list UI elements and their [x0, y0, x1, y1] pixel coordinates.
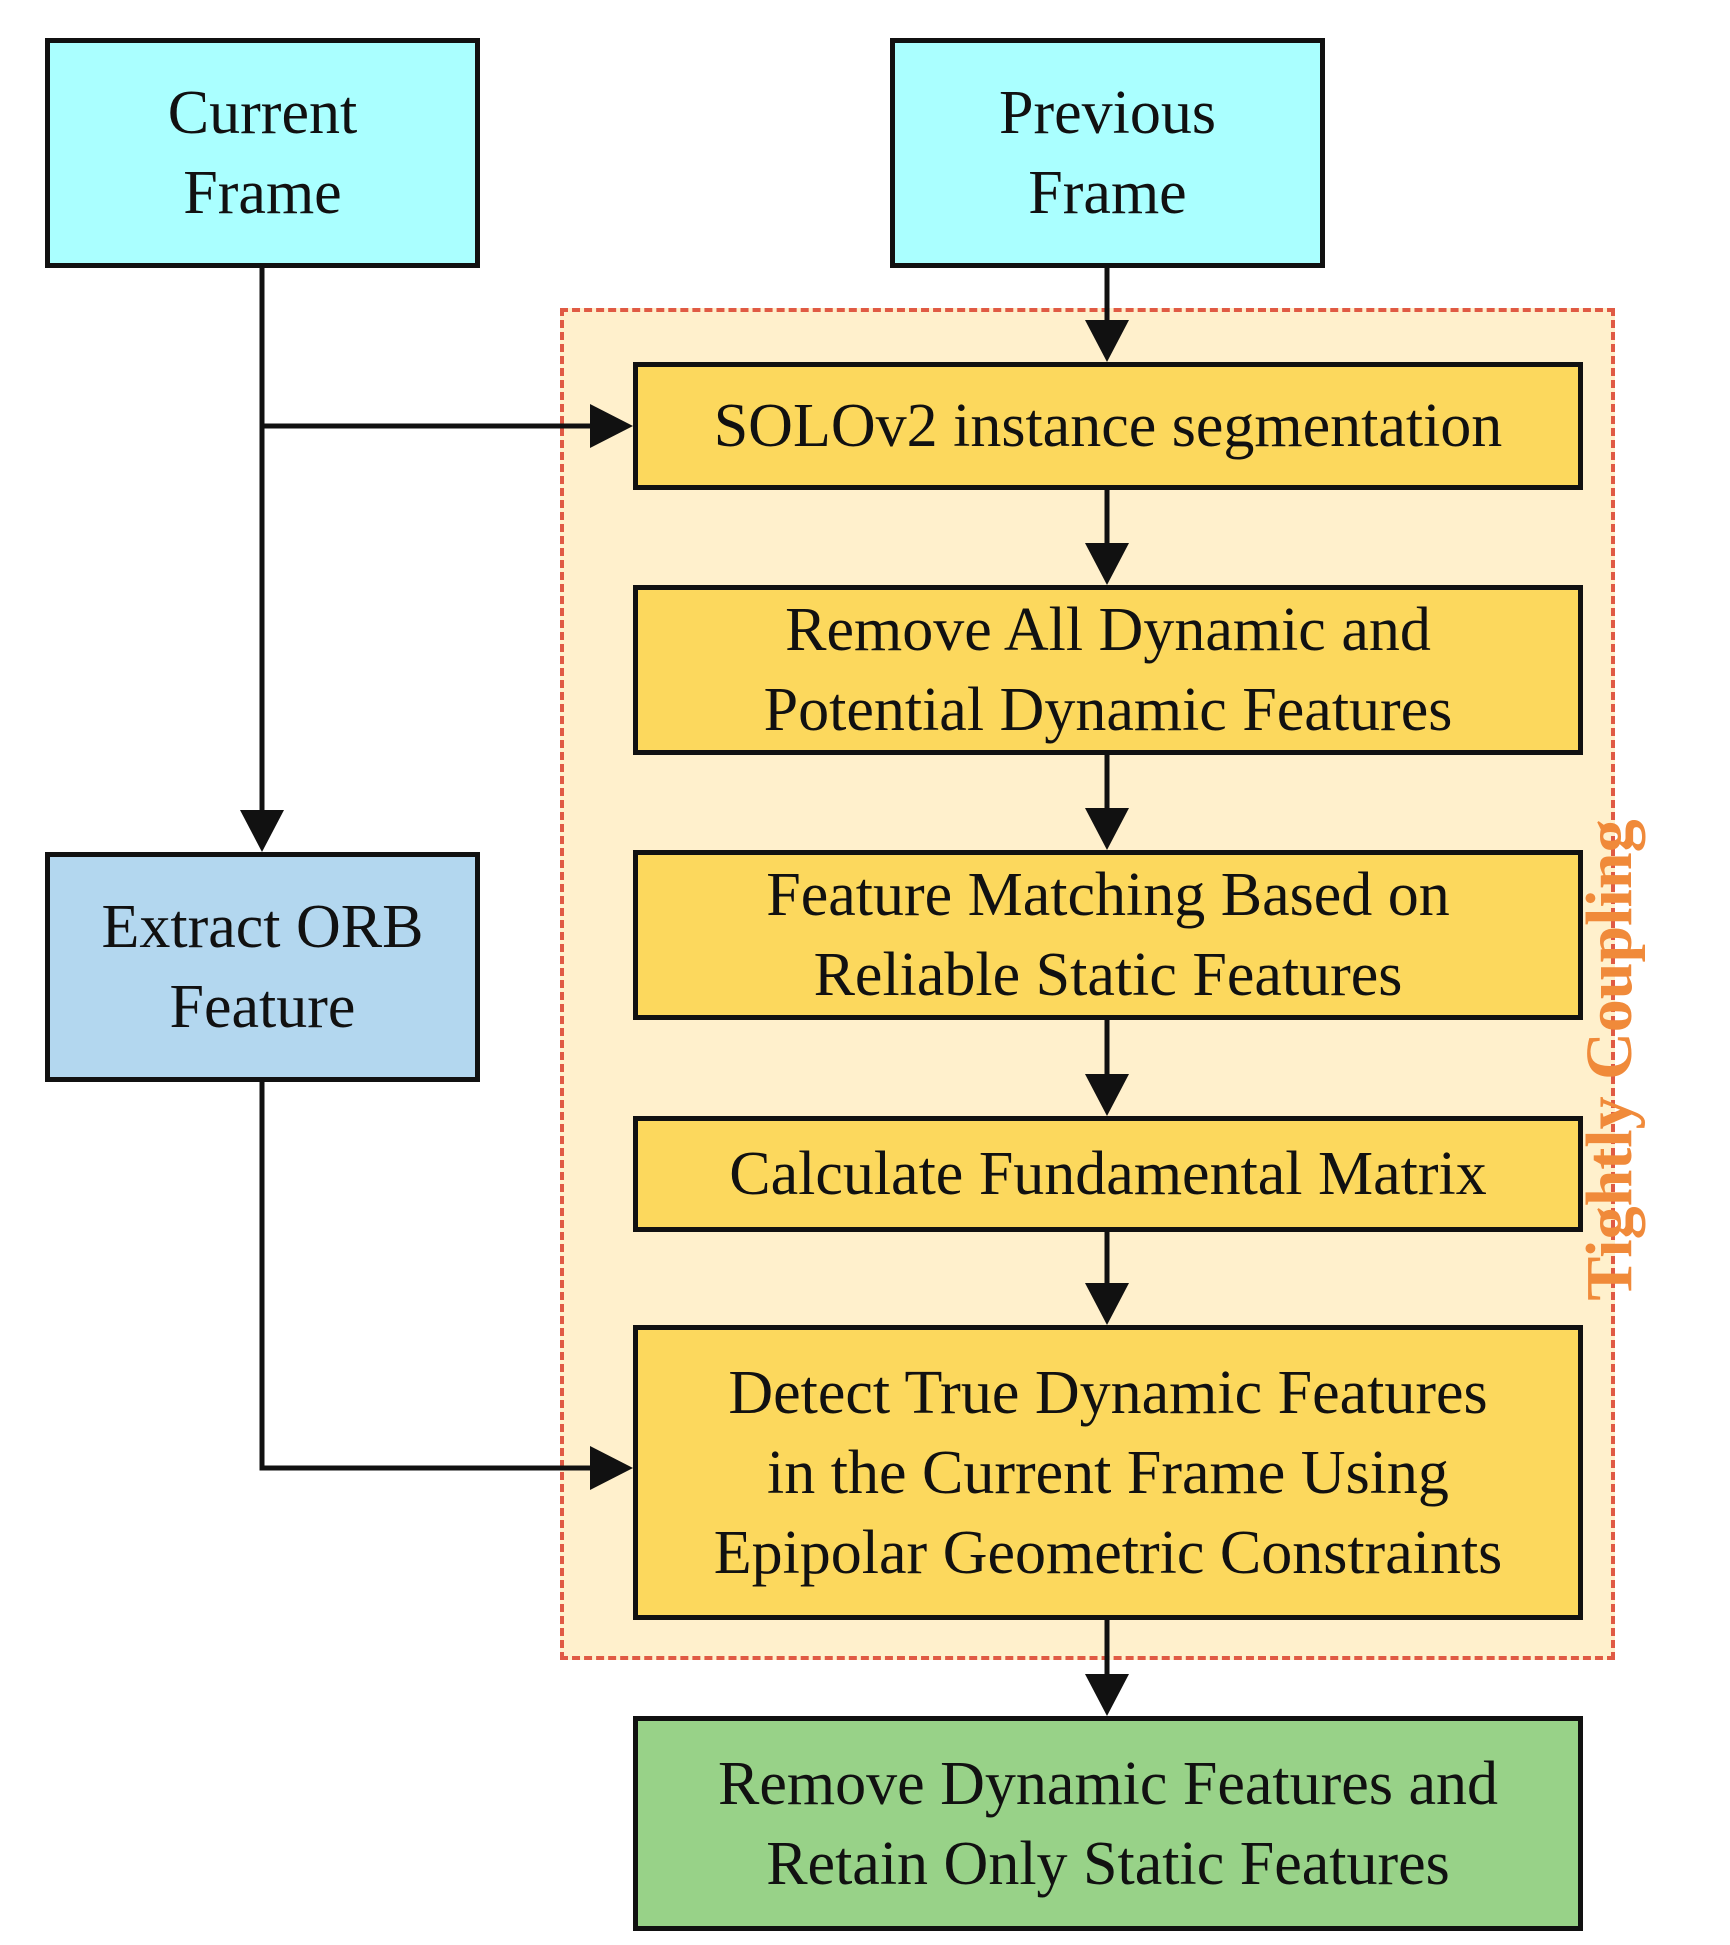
arrowhead-solov2-top	[1085, 320, 1129, 362]
retain-static-label: Remove Dynamic Features and Retain Only …	[718, 1749, 1498, 1898]
feature-matching-label: Feature Matching Based on Reliable Stati…	[766, 861, 1450, 1009]
solov2-label: SOLOv2 instance segmentation	[713, 392, 1503, 460]
edge-orb-to-detect	[259, 1082, 592, 1471]
extract-orb-label: Extract ORB Feature	[101, 893, 424, 1041]
arrowhead-orb	[240, 810, 284, 852]
arrowhead-matching	[1085, 808, 1129, 850]
detect-true-dynamic-node: Detect True Dynamic Features in the Curr…	[633, 1325, 1583, 1620]
arrowhead-detect-top	[1085, 1283, 1129, 1325]
extract-orb-node: Extract ORB Feature	[45, 852, 480, 1082]
current-frame-label: Current Frame	[167, 79, 358, 227]
arrowhead-retain	[1085, 1674, 1129, 1716]
retain-static-node: Remove Dynamic Features and Retain Only …	[633, 1716, 1583, 1931]
remove-dynamic-label: Remove All Dynamic and Potential Dynamic…	[763, 596, 1453, 744]
fundamental-matrix-label: Calculate Fundamental Matrix	[729, 1140, 1487, 1208]
remove-dynamic-node: Remove All Dynamic and Potential Dynamic…	[633, 585, 1583, 755]
previous-frame-label: Previous Frame	[999, 79, 1216, 227]
detect-true-dynamic-label: Detect True Dynamic Features in the Curr…	[713, 1358, 1503, 1587]
previous-frame-node: Previous Frame	[890, 38, 1325, 268]
arrowhead-matrix	[1085, 1074, 1129, 1116]
arrowhead-detect-left	[590, 1446, 633, 1490]
arrowhead-solov2-left	[590, 404, 633, 448]
fundamental-matrix-node: Calculate Fundamental Matrix	[633, 1116, 1583, 1232]
solov2-node: SOLOv2 instance segmentation	[633, 362, 1583, 490]
current-frame-node: Current Frame	[45, 38, 480, 268]
arrowhead-remove	[1085, 543, 1129, 585]
feature-matching-node: Feature Matching Based on Reliable Stati…	[633, 850, 1583, 1020]
